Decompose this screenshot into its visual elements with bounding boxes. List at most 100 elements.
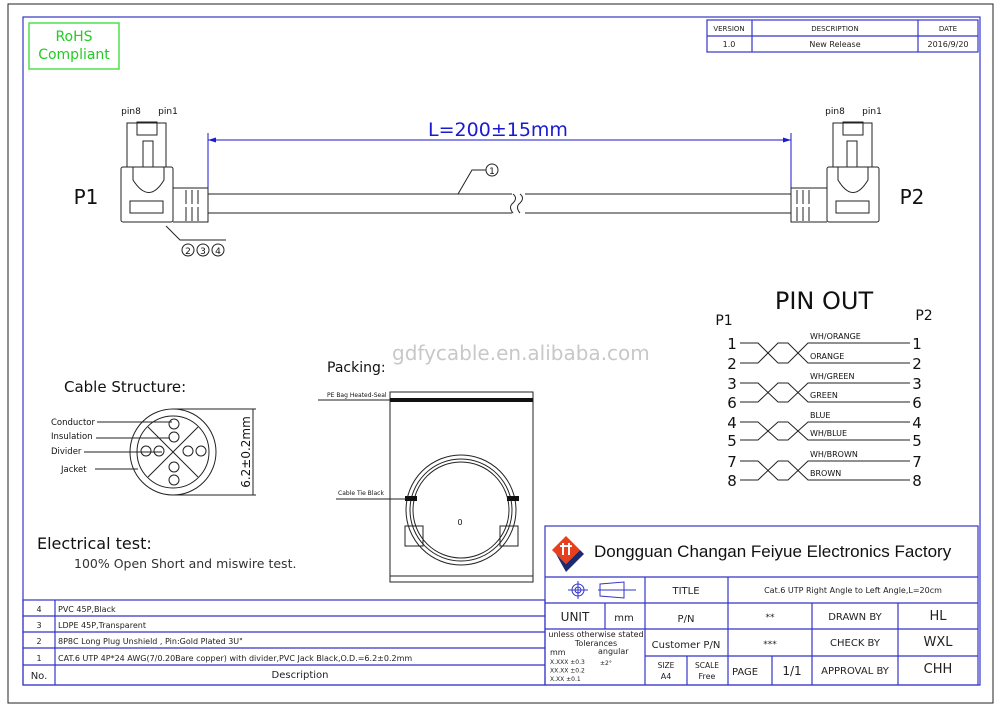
tolerance-title: unless otherwise stated	[548, 630, 643, 639]
pin8-label-p2: pin8	[825, 107, 845, 117]
electrical-test-title: Electrical test:	[37, 534, 152, 553]
scale-label: SCALE	[695, 661, 719, 670]
pinout-p1-pin: 6	[727, 394, 737, 412]
pinout-wire	[740, 382, 910, 403]
pinout-wire	[740, 460, 910, 481]
pinout-p2-pin: 1	[912, 335, 922, 353]
tolerance-angular: angular	[598, 647, 629, 656]
pinout-wire-color: BLUE	[810, 411, 830, 420]
pinout-row: 1 1 WH/ORANGE	[727, 332, 922, 364]
pin1-label: pin1	[158, 107, 178, 117]
tolerance-mm: mm	[550, 648, 566, 657]
pn-value: **	[766, 613, 776, 623]
customer-pn-value: ***	[763, 640, 777, 650]
page-value: 1/1	[782, 664, 801, 678]
drawn-by-value: HL	[929, 609, 947, 624]
company-name: Dongguan Changan Feiyue Electronics Fact…	[594, 542, 952, 561]
pinout-p1: P1	[715, 313, 732, 329]
packing-tie-label: Cable Tie Black	[338, 490, 384, 497]
bom-row-no: 2	[36, 637, 41, 646]
bom-row-no: 3	[36, 621, 41, 630]
approval-by-label: APPROVAL BY	[821, 666, 890, 677]
page-label: PAGE	[732, 667, 758, 678]
tolerance-row: X.XXX ±0.3	[550, 659, 585, 666]
unit-label: UNIT	[561, 610, 590, 624]
p2-plug: pin8 pin1	[790, 107, 882, 223]
bom-header-no: No.	[31, 671, 48, 682]
watermark: gdfycable.en.alibaba.com	[392, 341, 650, 365]
pinout-wire	[740, 460, 910, 481]
rev-header-description: DESCRIPTION	[811, 25, 858, 33]
pinout-p1-pin: 1	[727, 335, 737, 353]
pinout-row: 8 8 BROWN	[727, 460, 922, 490]
pinout-wire	[740, 421, 910, 441]
pinout-wire-color: GREEN	[810, 391, 838, 400]
balloon-2: 2	[185, 247, 191, 257]
pn-label: P/N	[678, 614, 695, 625]
title-label: TITLE	[671, 586, 699, 597]
drawn-by-label: DRAWN BY	[828, 612, 882, 623]
packing-bag-label: PE Bag Heated-Seal	[327, 392, 387, 399]
electrical-test-text: 100% Open Short and miswire test.	[74, 556, 296, 571]
pinout-p1-pin: 8	[727, 472, 737, 490]
tolerance-angle: ±2°	[600, 660, 612, 667]
check-by-label: CHECK BY	[830, 638, 881, 649]
rev-date: 2016/9/20	[927, 40, 968, 49]
approval-by-value: CHH	[924, 662, 953, 677]
pinout-p1-pin: 7	[727, 453, 737, 471]
bom-row: 4 PVC 45P,Black	[36, 605, 116, 614]
rev-header-date: DATE	[939, 25, 957, 33]
pinout-p1-pin: 3	[727, 375, 737, 393]
balloon-3: 3	[200, 247, 206, 257]
label-insulation: Insulation	[51, 432, 93, 442]
bom-row-description: PVC 45P,Black	[58, 605, 116, 614]
pinout-p2-pin: 4	[912, 414, 922, 432]
unit-value: mm	[614, 613, 633, 624]
label-conductor: Conductor	[51, 418, 96, 428]
diameter-label: 6.2±0.2mm	[239, 416, 253, 488]
p1-plug: pin8 pin1 2 3 4	[120, 107, 226, 257]
tolerance-row: XX.XX ±0.2	[550, 668, 585, 675]
cable-structure: Cable Structure: Conductor Insulation Di…	[51, 378, 256, 496]
bom-row: 3 LDPE 45P,Transparent	[36, 621, 146, 630]
pinout-wire	[740, 342, 910, 364]
balloon-4: 4	[215, 247, 221, 257]
scale-value: Free	[699, 672, 716, 681]
pinout-wire	[740, 342, 910, 364]
balloon-1: 1	[489, 167, 495, 177]
pinout-p2-pin: 3	[912, 375, 922, 393]
pinout-row: 4 4 BLUE	[727, 411, 922, 441]
tolerance-subtitle: Tolerances	[574, 639, 617, 648]
company-logo	[552, 536, 584, 572]
rev-version: 1.0	[723, 40, 736, 49]
rohs-text-2: Compliant	[38, 47, 110, 63]
pinout-p1-pin: 2	[727, 355, 737, 373]
pinout-wire-color: BROWN	[810, 469, 841, 478]
bom-row-no: 4	[36, 605, 41, 614]
p1-label: P1	[74, 185, 99, 209]
length-label: L=200±15mm	[428, 119, 568, 141]
pinout-wire-color: WH/ORANGE	[810, 332, 861, 341]
pin1-label-p2: pin1	[862, 107, 882, 117]
pinout-p2: P2	[915, 308, 932, 324]
bom-row-description: LDPE 45P,Transparent	[58, 621, 146, 630]
tolerance-row: X.XX ±0.1	[550, 676, 581, 683]
customer-pn-label: Customer P/N	[652, 640, 721, 651]
size-label: SIZE	[658, 661, 675, 670]
pinout-title: PIN OUT	[775, 287, 874, 315]
pinout-p2-pin: 6	[912, 394, 922, 412]
pinout-p2-pin: 8	[912, 472, 922, 490]
size-value: A4	[661, 672, 672, 681]
packing-center-mark: 0	[457, 518, 462, 527]
pinout-wire	[740, 421, 910, 441]
pinout-p1-pin: 4	[727, 414, 737, 432]
pinout-p2-pin: 7	[912, 453, 922, 471]
p2-label: P2	[900, 185, 925, 209]
pinout-row: 6 6 GREEN	[727, 382, 922, 412]
